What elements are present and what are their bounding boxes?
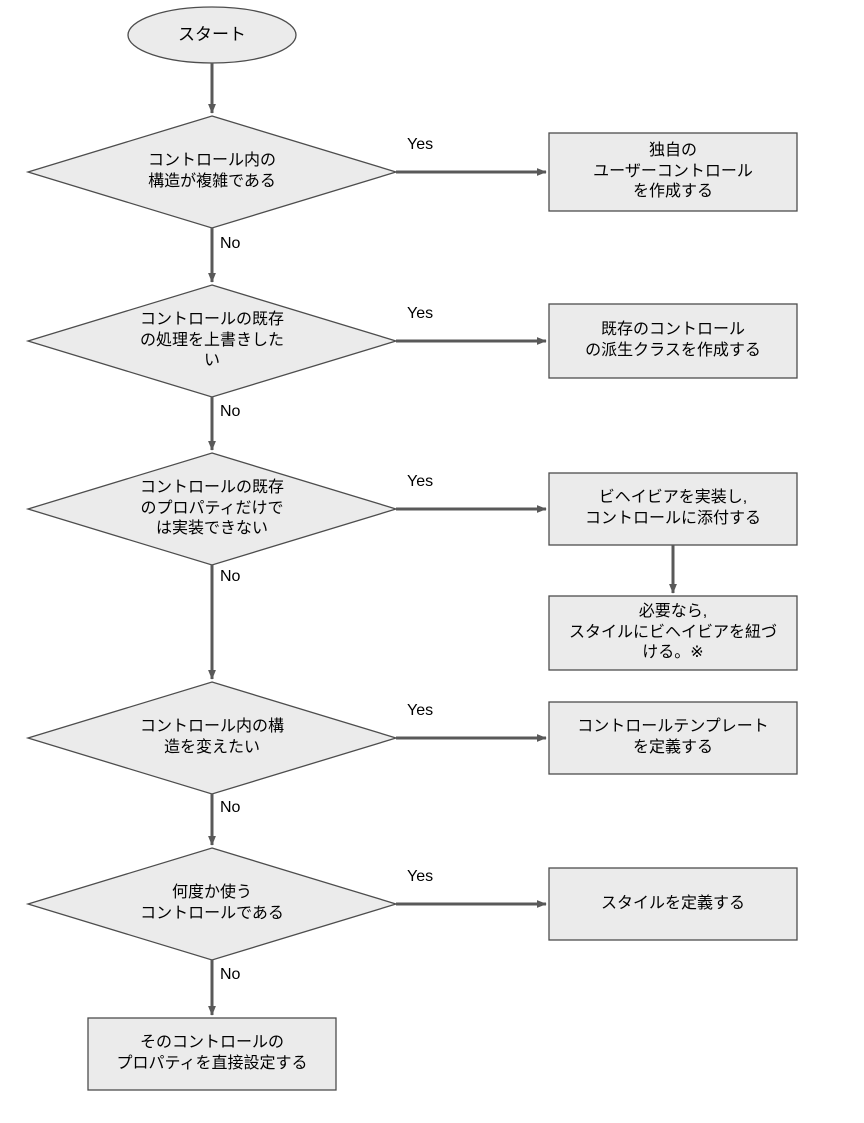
edge-label-d3-no: No bbox=[220, 568, 241, 585]
node-p1-shape bbox=[548, 132, 798, 212]
edge-label-d1-no: No bbox=[220, 235, 241, 252]
edge-label-d5-no: No bbox=[220, 966, 241, 983]
node-start-shape bbox=[127, 6, 297, 64]
node-p7-shape bbox=[87, 1017, 337, 1091]
node-d5-shape bbox=[25, 847, 399, 961]
edge-label-d4-no: No bbox=[220, 799, 241, 816]
edge-label-d2-yes: Yes bbox=[407, 305, 434, 322]
node-d3-shape bbox=[25, 452, 399, 566]
node-p6-shape bbox=[548, 867, 798, 941]
node-d2-shape bbox=[25, 284, 399, 398]
edge-label-d4-yes: Yes bbox=[407, 702, 434, 719]
edge-label-d3-yes: Yes bbox=[407, 473, 434, 490]
node-p3-shape bbox=[548, 472, 798, 546]
node-p4-shape bbox=[548, 595, 798, 671]
edge-label-d5-yes: Yes bbox=[407, 868, 434, 885]
node-d4-shape bbox=[25, 681, 399, 795]
node-p5-shape bbox=[548, 701, 798, 775]
node-d1-shape bbox=[25, 115, 399, 229]
node-p2-shape bbox=[548, 303, 798, 379]
edge-label-d1-yes: Yes bbox=[407, 136, 434, 153]
edge-label-d2-no: No bbox=[220, 403, 241, 420]
